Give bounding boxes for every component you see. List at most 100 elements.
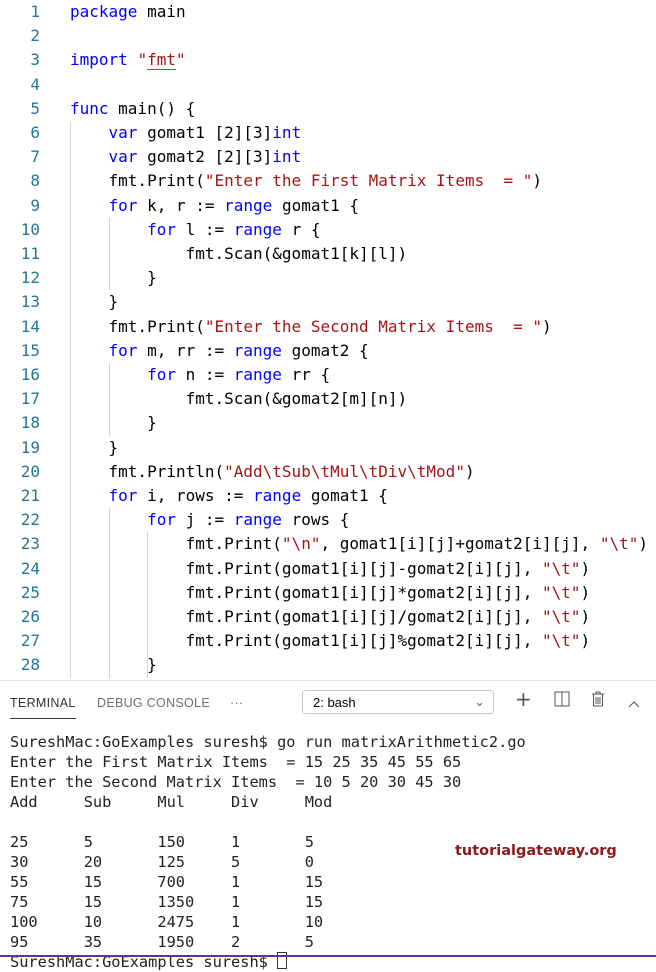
- line-number: 10: [20, 219, 40, 239]
- code-text: }: [70, 266, 157, 290]
- code-line: 7 var gomat2 [2][3]int: [0, 145, 656, 169]
- more-tabs-button[interactable]: ···: [230, 696, 244, 710]
- panel-tabs: TERMINAL DEBUG CONSOLE ··· 2: bash ⌄ +: [0, 681, 656, 723]
- line-number: 17: [20, 389, 40, 409]
- line-number: 14: [20, 316, 40, 336]
- string-token: "\t": [542, 631, 581, 651]
- keyword-token: for: [108, 486, 138, 505]
- code-token: ): [580, 558, 591, 578]
- terminal-line: Enter the First Matrix Items = 15 25 35 …: [10, 753, 462, 771]
- code-token: j :=: [175, 510, 234, 530]
- string-token: ": [175, 50, 186, 70]
- code-token: }: [70, 437, 119, 457]
- keyword-token: range: [233, 510, 282, 530]
- code-token: rr {: [281, 365, 331, 384]
- code-token: fmt.Print(gomat1[i][j]/gomat2[i][j],: [70, 607, 543, 626]
- code-line: 26 fmt.Print(gomat1[i][j]/gomat2[i][j], …: [0, 605, 656, 629]
- code-text: for n := range rr {: [70, 363, 330, 387]
- terminal-output[interactable]: SureshMac:GoExamples suresh$ go run matr…: [10, 732, 526, 972]
- code-text: for m, rr := range gomat2 {: [70, 339, 369, 363]
- tab-terminal[interactable]: TERMINAL: [10, 696, 76, 719]
- terminal-line: 55 15 700 1 15: [10, 873, 324, 891]
- line-number: 27: [20, 631, 40, 651]
- line-number: 21: [20, 486, 40, 505]
- code-line: 4: [0, 73, 656, 97]
- chevron-up-icon[interactable]: [628, 693, 640, 712]
- code-token: [128, 50, 138, 69]
- terminal-line: 25 5 150 1 5: [10, 833, 314, 851]
- line-number: 9: [30, 195, 40, 215]
- code-token: , gomat1[i][j]+gomat2[i][j],: [320, 534, 600, 554]
- code-line: 21 for i, rows := range gomat1 {: [0, 484, 656, 508]
- terminal-select[interactable]: 2: bash ⌄: [302, 690, 494, 714]
- tab-debug-console[interactable]: DEBUG CONSOLE: [97, 696, 210, 710]
- code-line: 9 for k, r := range gomat1 {: [0, 194, 656, 218]
- code-line: 20 fmt.Println("Add\tSub\tMul\tDiv\tMod"…: [0, 460, 656, 484]
- line-number: 6: [30, 123, 40, 142]
- line-number: 8: [30, 171, 40, 191]
- code-token: }: [70, 292, 119, 312]
- code-text: fmt.Print("Enter the First Matrix Items …: [70, 169, 542, 193]
- code-text: }: [70, 290, 119, 314]
- code-line: 27 fmt.Print(gomat1[i][j]%gomat2[i][j], …: [0, 629, 656, 653]
- code-token: i, rows :=: [137, 486, 254, 505]
- terminal-line: 95 35 1950 2 5: [10, 933, 314, 951]
- indent-guide: [108, 217, 110, 291]
- line-number: 25: [20, 582, 40, 602]
- code-token: fmt.Print(: [70, 316, 205, 336]
- keyword-token: package: [70, 2, 138, 21]
- indent-guide: [108, 508, 110, 678]
- code-token: }: [70, 655, 157, 675]
- code-line: 6 var gomat1 [2][3]int: [0, 121, 656, 145]
- keyword-token: var: [108, 123, 138, 142]
- line-number: 22: [20, 510, 40, 530]
- code-token: fmt.Scan(&gomat2[m][n]): [70, 389, 408, 409]
- terminal-line: 75 15 1350 1 15: [10, 893, 324, 911]
- code-text: fmt.Print("Enter the Second Matrix Items…: [70, 315, 552, 339]
- code-token: ): [580, 631, 591, 651]
- keyword-token: func: [70, 98, 109, 118]
- code-line: 25 fmt.Print(gomat1[i][j]*gomat2[i][j], …: [0, 581, 656, 605]
- keyword-token: range: [233, 365, 282, 384]
- split-icon[interactable]: [554, 691, 570, 711]
- code-token: ): [532, 171, 543, 191]
- keyword-token: int: [272, 123, 302, 142]
- code-token: gomat1 {: [272, 195, 360, 215]
- string-token: "\t": [542, 582, 581, 602]
- line-number: 15: [20, 340, 40, 360]
- code-token: gomat1 [2][3]: [137, 123, 273, 142]
- code-text: fmt.Scan(&gomat1[k][l]): [70, 242, 408, 266]
- code-line: 12 }: [0, 266, 656, 290]
- terminal-line: SureshMac:GoExamples suresh$ go run matr…: [10, 733, 526, 751]
- line-number: 2: [30, 26, 40, 46]
- code-token: [70, 196, 109, 215]
- code-text: func main() {: [70, 97, 195, 121]
- keyword-token: for: [108, 340, 138, 360]
- line-number: 5: [30, 98, 40, 118]
- plus-icon[interactable]: +: [515, 687, 532, 711]
- line-number: 19: [20, 437, 40, 457]
- code-line: 10 for l := range r {: [0, 218, 656, 242]
- code-token: ): [542, 316, 552, 336]
- trash-icon[interactable]: [591, 691, 605, 711]
- code-token: rows {: [281, 510, 350, 530]
- code-token: [70, 123, 109, 142]
- code-text: fmt.Println("Add\tSub\tMul\tDiv\tMod"): [70, 460, 475, 484]
- keyword-token: range: [253, 486, 302, 505]
- panel-bottom-border: [0, 955, 656, 957]
- code-token: n :=: [175, 365, 234, 384]
- keyword-token: for: [147, 510, 176, 530]
- line-number: 4: [30, 74, 40, 94]
- line-number: 16: [20, 365, 40, 384]
- code-token: ): [638, 534, 648, 554]
- indent-guide: [70, 121, 71, 678]
- code-text: for k, r := range gomat1 {: [70, 194, 359, 218]
- line-number: 18: [20, 413, 40, 433]
- line-number: 11: [20, 244, 40, 263]
- string-token: "Enter the Second Matrix Items = ": [204, 316, 543, 336]
- line-number: 13: [20, 292, 40, 312]
- string-token: "\t": [542, 607, 581, 626]
